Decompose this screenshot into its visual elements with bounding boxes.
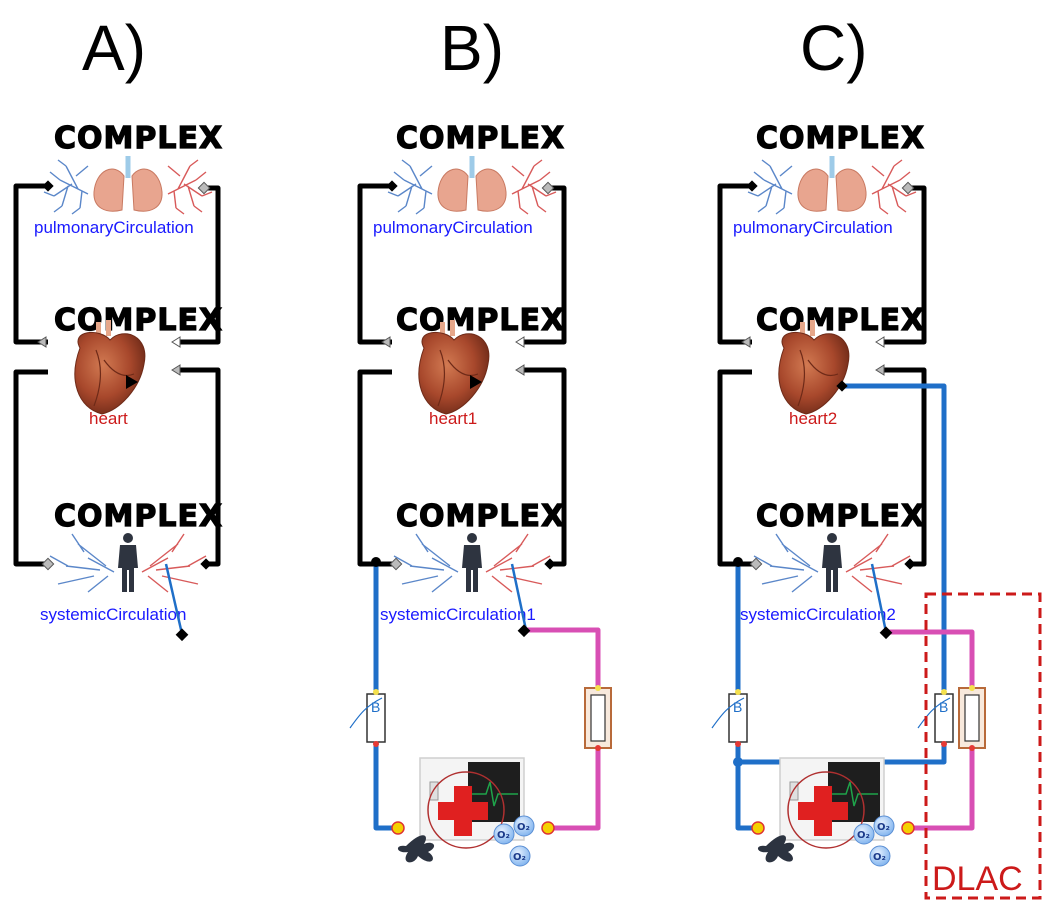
panel-c-wires [717, 183, 975, 831]
panel-a-wires [13, 183, 221, 567]
heart-label: heart2 [789, 409, 837, 428]
complex-label-heart: COMPLEX [756, 303, 925, 338]
dlac-dashed-box [924, 592, 1042, 900]
ecmo-oxygen-labels: O₂ O₂ O₂ [857, 822, 890, 863]
lungs-icon [43, 155, 213, 215]
complex-label-pulmonary: COMPLEX [54, 121, 223, 156]
complex-label-pulmonary: COMPLEX [756, 121, 925, 156]
svg-text:O₂: O₂ [513, 852, 526, 863]
svg-text:O₂: O₂ [517, 822, 530, 833]
svg-text:O₂: O₂ [877, 822, 890, 833]
pulmonary-circulation-label: pulmonaryCirculation [34, 218, 194, 237]
svg-text:O₂: O₂ [873, 852, 886, 863]
systemic-circulation-label: systemicCirculation1 [380, 605, 536, 624]
human-body-icon [393, 532, 551, 593]
panel-c-label: C) [800, 12, 868, 84]
svg-text:O₂: O₂ [857, 830, 870, 841]
ecmo-oxygen-labels: O₂ O₂ O₂ [497, 822, 530, 863]
complex-label-systemic: COMPLEX [756, 499, 925, 534]
human-body-icon [49, 532, 207, 593]
venous-cannula-icon [349, 688, 386, 748]
heart-label: heart [89, 409, 128, 428]
complex-label-pulmonary: COMPLEX [396, 121, 565, 156]
complex-label-systemic: COMPLEX [396, 499, 565, 534]
panel-a: A) COMPLEX pulmonaryCirculation COMPLEX … [13, 12, 223, 642]
heart-label: heart1 [429, 409, 477, 428]
ecmo-machine-icon [397, 757, 535, 867]
complex-label-systemic: COMPLEX [54, 499, 223, 534]
svg-text:O₂: O₂ [497, 830, 510, 841]
panel-c: C) COMPLEX pulmonaryCirculation COMPLEX … [711, 12, 1042, 900]
systemic-circulation-label: systemicCirculation2 [740, 605, 896, 624]
panel-b-label: B) [440, 12, 504, 84]
arterial-cannula-icon [584, 684, 612, 752]
complex-label-heart: COMPLEX [54, 303, 223, 338]
arterial-cannula-icon [958, 684, 986, 752]
cannula-label: B [733, 699, 742, 715]
panel-c-ports [733, 180, 916, 835]
pulmonary-circulation-label: pulmonaryCirculation [373, 218, 533, 237]
panel-b-wires [357, 183, 601, 831]
ecmo-machine-icon [757, 757, 895, 867]
lungs-icon [387, 155, 557, 215]
cannula-label: B [371, 699, 380, 715]
dlac-cannula-label: B [939, 699, 948, 715]
panel-a-ports [37, 180, 212, 642]
panel-a-label: A) [82, 12, 146, 84]
systemic-circulation-label: systemicCirculation [40, 605, 186, 624]
complex-label-heart: COMPLEX [396, 303, 565, 338]
dlac-cannula-icon [917, 688, 954, 748]
human-body-icon [753, 532, 911, 593]
dlac-label: DLAC [932, 860, 1023, 898]
venous-cannula-icon [711, 688, 748, 748]
panel-b-ports [371, 180, 556, 835]
panel-b: B) COMPLEX pulmonaryCirculation COMPLEX … [349, 12, 612, 867]
pulmonary-circulation-label: pulmonaryCirculation [733, 218, 893, 237]
lungs-icon [747, 155, 917, 215]
